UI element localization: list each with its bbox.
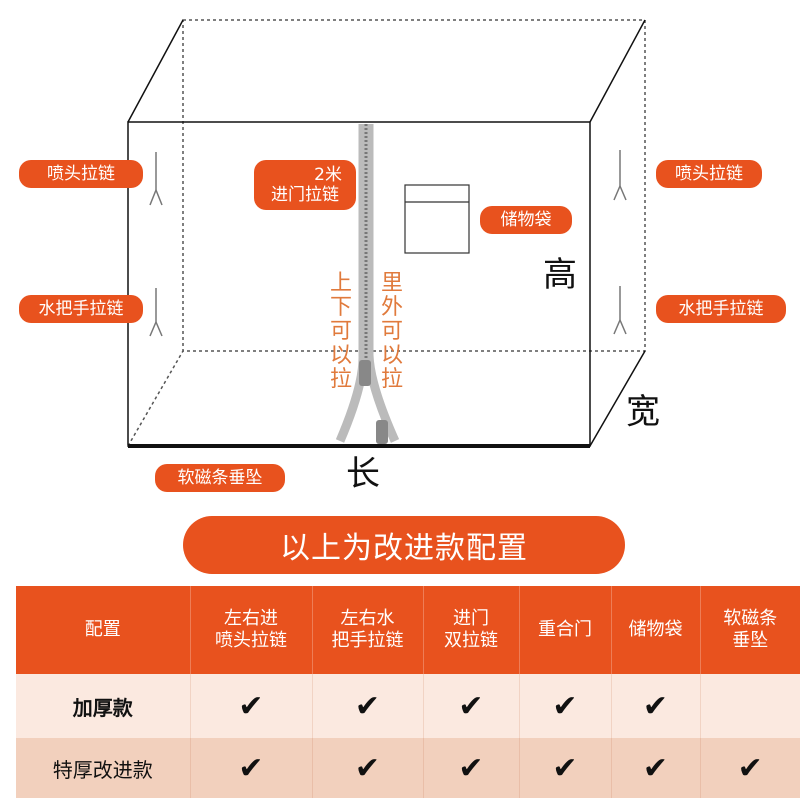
zipper-track <box>335 124 368 443</box>
tent-edge-top-left <box>127 19 184 123</box>
check-icon: ✔ <box>642 688 669 724</box>
table-cell: ✔ <box>422 674 519 738</box>
tent-edge-bottom-left <box>127 350 184 447</box>
shower-zipper-right-icon <box>613 150 627 201</box>
table-cell: ✔ <box>699 738 800 798</box>
row-label: 特厚改进款 <box>16 738 190 798</box>
tent-back-face <box>182 19 646 352</box>
magnet-weight-label: 软磁条垂坠 <box>155 464 285 492</box>
tent-edge-top-right <box>589 19 646 123</box>
zipper-slider <box>359 360 371 386</box>
table-cell: ✔ <box>311 674 423 738</box>
check-icon: ✔ <box>354 750 381 786</box>
width-label: 宽 <box>626 392 660 432</box>
table-header: 软磁条垂坠 <box>699 586 800 674</box>
row-label: 加厚款 <box>16 674 190 738</box>
table-header-row: 配置 左右进喷头拉链 左右水把手拉链 进门双拉链 重合门 储物袋 软磁条垂坠 <box>16 586 800 674</box>
tent-diagram <box>127 19 646 448</box>
table-cell: ✔ <box>311 738 423 798</box>
shower-zipper-left-label: 喷头拉链 <box>19 160 143 188</box>
length-label: 长 <box>346 454 380 494</box>
table-cell: ✔ <box>518 674 611 738</box>
handle-zipper-right-icon <box>613 286 627 335</box>
door-zipper-label: 2米 进门拉链 <box>254 160 356 210</box>
zipper-slider <box>376 420 388 444</box>
check-icon: ✔ <box>552 688 578 724</box>
table-cell: ✔ <box>189 674 312 738</box>
table-cell: ✔ <box>189 738 312 798</box>
table-header: 储物袋 <box>610 586 700 674</box>
handle-zipper-right-label: 水把手拉链 <box>656 295 786 323</box>
door-zipper-label-line2: 进门拉链 <box>271 185 339 205</box>
table-header: 左右进喷头拉链 <box>189 586 312 674</box>
config-banner: 以上为改进款配置 <box>183 516 625 574</box>
storage-bag-shape <box>404 184 470 254</box>
table-header: 左右水把手拉链 <box>311 586 423 674</box>
check-icon: ✔ <box>642 750 669 786</box>
table-cell: ✔ <box>610 738 700 798</box>
shower-zipper-left-icon <box>149 152 163 206</box>
table-row: 特厚改进款 ✔ ✔ ✔ ✔ ✔ ✔ <box>16 738 800 798</box>
check-icon: ✔ <box>737 750 763 786</box>
check-icon: ✔ <box>354 688 381 724</box>
table-cell: ✔ <box>422 738 519 798</box>
tent-edge-bottom-right <box>589 350 646 447</box>
table-header: 进门双拉链 <box>422 586 519 674</box>
table-row: 加厚款 ✔ ✔ ✔ ✔ ✔ <box>16 674 800 738</box>
check-icon: ✔ <box>238 688 264 724</box>
table-cell: ✔ <box>610 674 700 738</box>
table-cell: ✔ <box>518 738 611 798</box>
handle-zipper-left-icon <box>149 288 163 337</box>
height-label: 高 <box>543 255 577 295</box>
door-zipper-label-line1: 2米 <box>314 165 342 185</box>
table-cell <box>699 674 800 738</box>
check-icon: ✔ <box>458 688 484 724</box>
zipper-text-right: 里外可以拉 <box>380 271 403 392</box>
table-header: 配置 <box>16 586 190 674</box>
check-icon: ✔ <box>552 750 578 786</box>
zipper-text-left: 上下可以拉 <box>329 271 352 392</box>
zipper-track <box>364 124 400 443</box>
storage-bag-label: 储物袋 <box>480 206 572 234</box>
shower-zipper-right-label: 喷头拉链 <box>656 160 762 188</box>
table-header: 重合门 <box>518 586 611 674</box>
check-icon: ✔ <box>458 750 484 786</box>
config-table: 配置 左右进喷头拉链 左右水把手拉链 进门双拉链 重合门 储物袋 软磁条垂坠 加… <box>16 586 800 798</box>
check-icon: ✔ <box>238 750 264 786</box>
handle-zipper-left-label: 水把手拉链 <box>19 295 143 323</box>
